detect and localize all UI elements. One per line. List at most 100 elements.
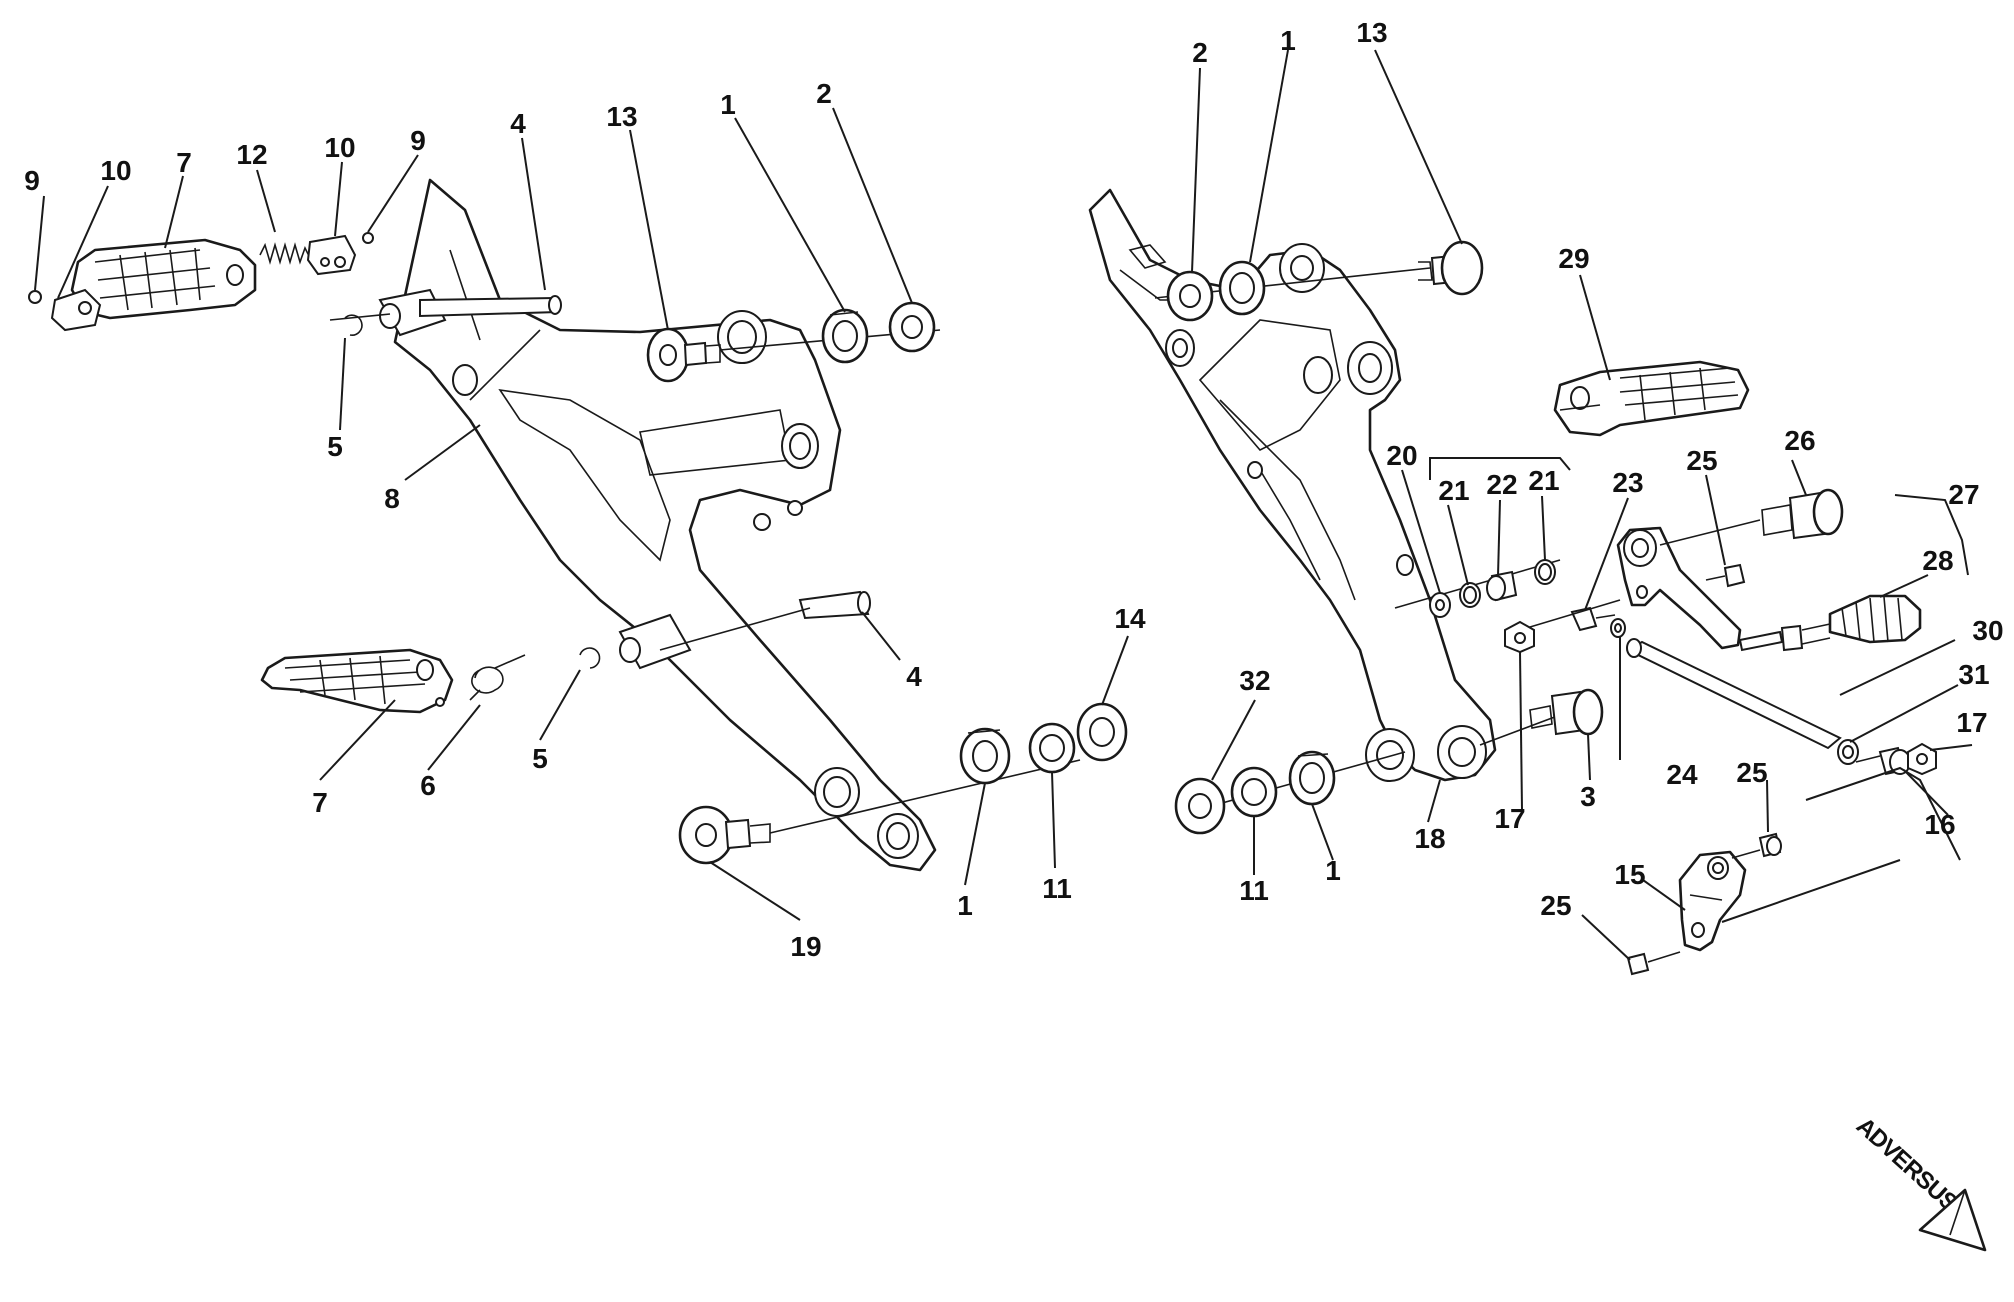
right-footrest-assembly (1088, 188, 1969, 976)
callout-9-left: 9 (24, 165, 40, 196)
right-screw-25-mid (1731, 832, 1782, 859)
callout-19: 19 (790, 931, 821, 962)
left-upper-pin (419, 295, 562, 318)
callout-25-top: 25 (1686, 445, 1717, 476)
right-bushing-22 (1486, 570, 1518, 602)
callout-15: 15 (1614, 859, 1645, 890)
left-lower-bushing (959, 727, 1011, 785)
callout-3: 3 (1580, 781, 1596, 812)
right-bracket (1088, 188, 1497, 782)
callout-22: 22 (1486, 469, 1517, 500)
left-lower-washer-14 (1076, 702, 1128, 762)
right-shift-rubber (1828, 594, 1922, 644)
left-peg-detent (306, 234, 357, 276)
right-lower-washer-11 (1230, 766, 1278, 818)
callout-30: 30 (1972, 615, 2003, 646)
right-lower-washer-32 (1174, 777, 1226, 835)
callout-17-right: 17 (1956, 707, 1987, 738)
callout-10-left: 10 (100, 155, 131, 186)
right-oring-21a (1459, 582, 1481, 608)
right-washer-31 (1837, 739, 1859, 765)
right-nut-17 (1504, 620, 1535, 654)
left-lower-washer-11 (1028, 722, 1076, 774)
right-nut-17b (1907, 742, 1937, 776)
callout-28: 28 (1922, 545, 1953, 576)
left-upper-bushing (821, 308, 869, 364)
triangle-arrow-icon (1918, 1188, 1987, 1252)
left-lower-pin (798, 590, 871, 620)
callout-17-left: 17 (1494, 803, 1525, 834)
callout-2-left: 2 (816, 78, 832, 109)
leader-lines (34, 49, 1973, 961)
callout-1-left-lower: 1 (957, 890, 973, 921)
right-linkage-15 (1678, 850, 1747, 952)
callout-18: 18 (1414, 823, 1445, 854)
callout-7-upper: 7 (176, 147, 192, 178)
left-upper-footpeg (50, 238, 257, 332)
callout-4-upper: 4 (510, 108, 526, 139)
callout-1-right-lower: 1 (1325, 855, 1341, 886)
left-footrest-assembly (28, 178, 1128, 872)
callout-25-mid: 25 (1736, 757, 1767, 788)
ball-9-right (362, 232, 374, 244)
callout-31: 31 (1958, 659, 1989, 690)
callout-5-upper: 5 (327, 431, 343, 462)
callout-25-low: 25 (1540, 890, 1571, 921)
callout-1-right-upper: 1 (1280, 25, 1296, 56)
callout-24: 24 (1666, 759, 1698, 790)
callout-32: 32 (1239, 665, 1270, 696)
right-lower-bushing (1288, 750, 1336, 806)
callout-21-a: 21 (1438, 475, 1469, 506)
callout-13-right: 13 (1356, 17, 1387, 48)
callout-29: 29 (1558, 243, 1589, 274)
callout-16: 16 (1924, 809, 1955, 840)
right-lower-bolt-3 (1529, 688, 1604, 736)
right-shift-lever (1616, 526, 1742, 650)
callout-labels: 9 10 7 12 10 9 4 5 8 13 1 2 4 14 7 6 5 1… (24, 17, 2003, 962)
callout-2-right: 2 (1192, 37, 1208, 68)
callout-5-lower: 5 (532, 743, 548, 774)
right-long-rod-30 (1625, 638, 1842, 750)
right-washer-20 (1429, 592, 1451, 618)
left-lower-spring (469, 654, 526, 701)
left-lower-bolt (678, 805, 771, 865)
left-upper-washer (888, 301, 936, 353)
callout-27: 27 (1948, 479, 1979, 510)
callout-8: 8 (384, 483, 400, 514)
right-upper-bushing (1218, 260, 1266, 316)
right-screw-25-top (1705, 563, 1746, 588)
left-bracket (378, 178, 937, 872)
callout-1-left-upper: 1 (720, 89, 736, 120)
callout-23: 23 (1612, 467, 1643, 498)
ball-9-left (28, 290, 42, 304)
callout-20: 20 (1386, 440, 1417, 471)
callout-10-right: 10 (324, 132, 355, 163)
right-screw-25-low (1626, 951, 1681, 976)
brand-text: ADVERSUS (1851, 1112, 1963, 1217)
callout-21-b: 21 (1528, 465, 1559, 496)
right-bolt-26 (1761, 488, 1844, 540)
callout-9-right: 9 (410, 125, 426, 156)
left-lower-footpeg (260, 648, 454, 714)
callout-11-right: 11 (1239, 875, 1269, 906)
callout-6: 6 (420, 770, 436, 801)
right-small-bolt-23 (1570, 606, 1616, 632)
right-shift-rod (1738, 623, 1831, 652)
right-washer-24 (1610, 618, 1626, 638)
left-upper-clip (344, 314, 363, 336)
right-oring-21b (1534, 559, 1556, 585)
right-footpeg (1553, 360, 1750, 437)
left-peg-spring (259, 242, 311, 265)
right-upper-bolt (1418, 240, 1484, 296)
right-upper-washer (1166, 270, 1214, 322)
callout-13-left: 13 (606, 101, 637, 132)
callout-26: 26 (1784, 425, 1815, 456)
callout-14: 14 (1114, 603, 1146, 634)
left-lower-clip (579, 647, 601, 669)
callout-12: 12 (236, 139, 267, 170)
brand-mark: ADVERSUS (1851, 1112, 1987, 1252)
callout-7-lower: 7 (312, 787, 328, 818)
callout-4-lower: 4 (906, 661, 922, 692)
left-upper-bolt (646, 327, 721, 383)
